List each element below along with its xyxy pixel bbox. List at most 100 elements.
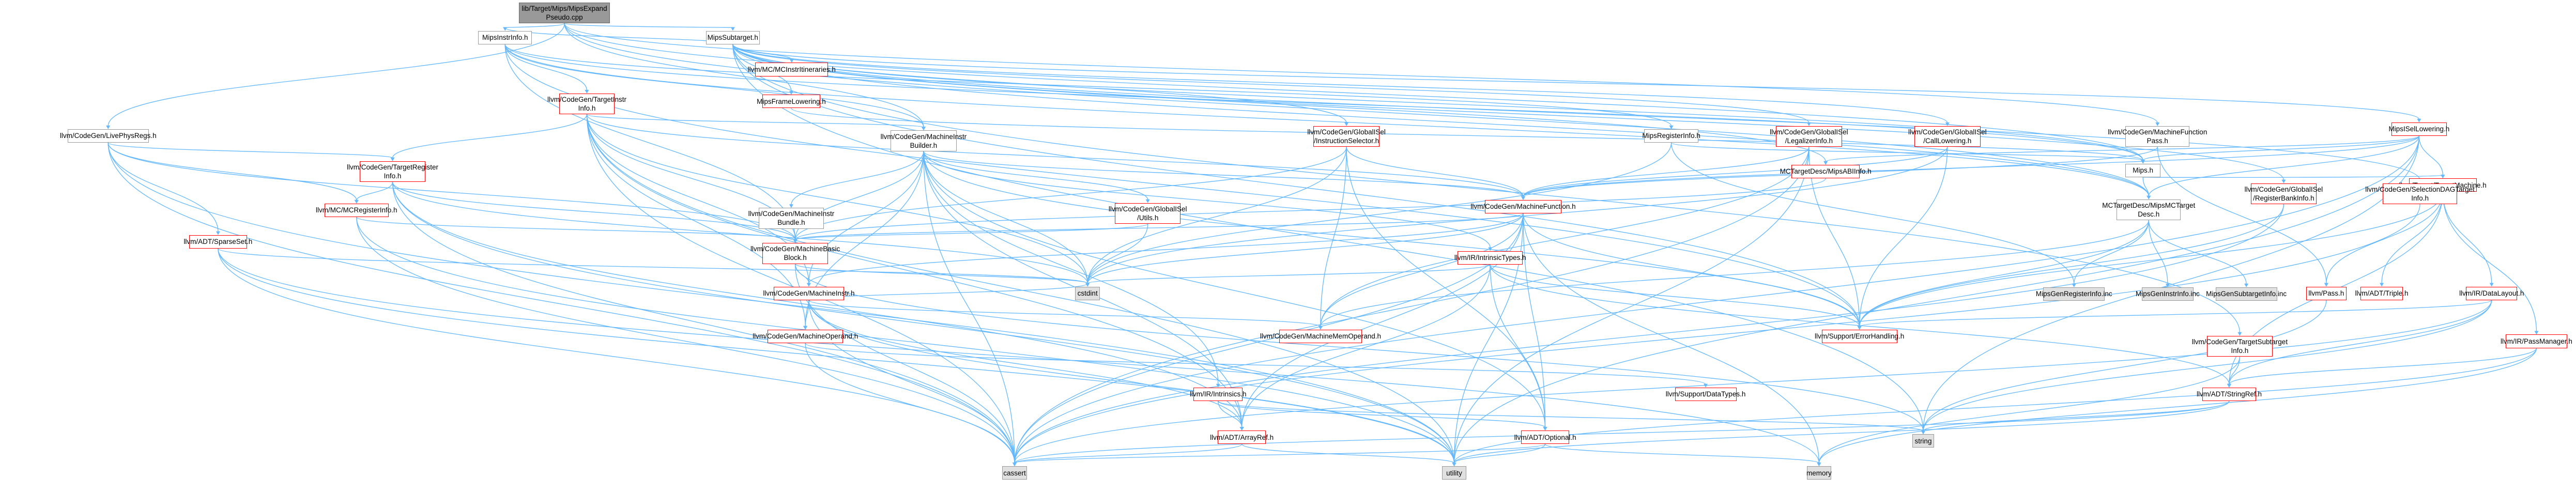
edge-instrinfo-to-mibuilder — [504, 44, 924, 128]
node-optional[interactable]: llvm/ADT/Optional.h — [1514, 431, 1576, 444]
edge-arrowhead — [1823, 161, 1828, 165]
edge-tri-to-cstdint — [392, 182, 1088, 284]
edge-mi-to-utility — [808, 300, 1455, 464]
edge-passmanager-to-memory — [1818, 348, 2537, 464]
edge-mo-to-cassert — [805, 343, 1015, 464]
edge-tri-to-mbb — [392, 182, 796, 240]
node-gisel_cl[interactable]: llvm/CodeGen/GlobalISel /CallLowering.h — [1908, 126, 1987, 147]
edge-pass-to-string — [1923, 300, 2327, 432]
node-mcreginfo[interactable]: llvm/MC/MCRegisterInfo.h — [316, 203, 397, 218]
node-tri[interactable]: llvm/CodeGen/TargetRegister Info.h — [347, 161, 438, 182]
node-mibuilder[interactable]: llvm/CodeGen/MachineInstr Builder.h — [881, 130, 967, 151]
node-gisel_is[interactable]: llvm/CodeGen/GlobalISel /InstructionSele… — [1307, 126, 1386, 147]
edge-arrowhead — [216, 231, 220, 235]
node-errh[interactable]: llvm/Support/ErrorHandling.h — [1815, 329, 1904, 343]
node-arrayref[interactable]: llvm/ADT/ArrayRef.h — [1210, 431, 1274, 444]
node-subtarget[interactable]: MipsSubtarget.h — [706, 30, 760, 44]
node-seldag[interactable]: llvm/CodeGen/SelectionDAGTarget Info.h — [2365, 183, 2475, 205]
edge-layer — [106, 23, 2539, 466]
edge-stringref-to-string — [1923, 401, 2230, 432]
node-triple[interactable]: llvm/ADT/Triple.h — [2355, 286, 2409, 300]
node-irintrtypes[interactable]: llvm/IR/IntrinsicTypes.h — [1454, 251, 1526, 265]
edge-mcreginfo-to-cassert — [356, 217, 1015, 464]
node-gisel_utils[interactable]: llvm/CodeGen/GlobalISel /Utils.h — [1109, 203, 1187, 224]
edge-tii-to-tri — [392, 114, 588, 158]
node-mmo[interactable]: llvm/CodeGen/MachineMemOperand.h — [1260, 329, 1381, 343]
edge-mcreginfo-to-mbb — [356, 217, 796, 240]
edge-mcabi-to-mbb — [794, 178, 1826, 240]
edge-tsi-to-memory — [1818, 357, 2241, 464]
node-mipsreginfo[interactable]: MipsRegisterInfo.h — [1642, 129, 1700, 143]
edge-tii-to-mibuilder — [586, 114, 924, 128]
node-irintrinsics[interactable]: llvm/IR/Intrinsics.h — [1190, 387, 1247, 401]
node-pass[interactable]: llvm/Pass.h — [2306, 286, 2347, 300]
edge-arrowhead — [1145, 199, 1150, 203]
edge-mfpass-to-pass — [2157, 147, 2327, 284]
edge-subtarget-to-string — [732, 44, 1924, 432]
edge-arrowhead — [2155, 122, 2160, 126]
edge-seldag-to-cassert — [1014, 204, 2420, 464]
edge-arrowhead — [2165, 283, 2170, 287]
edge-root-to-instrinfo — [504, 23, 565, 28]
edge-arrowhead — [2417, 118, 2421, 122]
node-mctd[interactable]: MCTargetDesc/MipsMCTarget Desc.h — [2102, 199, 2195, 221]
edge-sparseset-to-cstdint — [218, 248, 1088, 284]
node-mi[interactable]: llvm/CodeGen/MachineInstr.h — [763, 286, 854, 300]
edge-tii-to-utility — [586, 114, 1455, 464]
edge-sparseset-to-utility — [218, 248, 1455, 464]
node-gisel_li[interactable]: llvm/CodeGen/GlobalISel /LegalizerInfo.h — [1770, 126, 1848, 147]
edge-arrowhead — [1945, 122, 1950, 126]
edge-gisel_is-to-mmo — [1320, 147, 1347, 327]
node-passmanager[interactable]: llvm/IR/PassManager.h — [2501, 334, 2572, 348]
edge-mibuilder-to-mf — [923, 151, 1524, 197]
edge-arrowhead — [1085, 283, 1090, 287]
node-mf[interactable]: llvm/CodeGen/MachineFunction.h — [1470, 199, 1576, 213]
node-mo[interactable]: llvm/CodeGen/MachineOperand.h — [753, 329, 858, 343]
edge-mips_h-to-targetmachine — [2142, 175, 2443, 178]
node-tsi[interactable]: llvm/CodeGen/TargetSubtarget Info.h — [2192, 335, 2288, 357]
node-datatypes[interactable]: llvm/Support/DataTypes.h — [1666, 387, 1745, 401]
edge-livephys-to-utility — [108, 143, 1455, 464]
edge-datalayout-to-string — [1923, 300, 2492, 432]
edge-isellow-to-utility — [1453, 135, 2420, 464]
edge-arrowhead — [1521, 196, 1525, 200]
edge-mf-to-mi — [808, 213, 1524, 284]
edge-arrowhead — [1344, 122, 1349, 126]
node-framelow[interactable]: MipsFrameLowering.h — [757, 95, 826, 109]
edge-arrowhead — [354, 199, 359, 204]
edge-irintrinsics-to-optional — [1218, 401, 1546, 428]
edge-livephys-to-cassert — [108, 143, 1015, 464]
node-mips_h[interactable]: Mips.h — [2125, 163, 2161, 177]
node-isellow[interactable]: MipsISelLowering.h — [2388, 122, 2449, 136]
node-datalayout[interactable]: llvm/IR/DataLayout.h — [2459, 286, 2524, 300]
edge-subtarget-to-tsi — [732, 44, 2241, 333]
node-instrinfo[interactable]: MipsInstrInfo.h — [478, 30, 532, 44]
edge-gisel_li-to-utility — [1453, 147, 1810, 464]
node-stringref[interactable]: llvm/ADT/StringRef.h — [2197, 387, 2262, 401]
node-mfpass[interactable]: llvm/CodeGen/MachineFunction Pass.h — [2108, 126, 2207, 147]
node-mbb[interactable]: llvm/CodeGen/MachineBasic Block.h — [750, 243, 840, 264]
edge-targetmachine-to-datalayout — [2442, 192, 2492, 284]
edge-mf-to-optional — [1523, 213, 1546, 428]
edge-arrowhead — [2380, 283, 2384, 287]
node-gisel_rbi[interactable]: llvm/CodeGen/GlobalISel /RegisterBankInf… — [2245, 183, 2323, 205]
edge-arrowhead — [1239, 427, 1244, 431]
node-mcinstritin[interactable]: llvm/MC/MCInstrItineraries.h — [748, 63, 836, 76]
edge-subtarget-to-gisel_li — [732, 44, 1810, 124]
node-sparseset[interactable]: llvm/ADT/SparseSet.h — [183, 235, 252, 249]
edge-gisel_is-to-mbb — [794, 147, 1347, 240]
edge-arrowhead — [921, 127, 926, 131]
edge-tii-to-arrayref — [586, 114, 1243, 428]
node-mcabi[interactable]: MCTargetDesc/MipsABIInfo.h — [1780, 164, 1872, 179]
node-livephys[interactable]: llvm/CodeGen/LivePhysRegs.h — [60, 129, 157, 143]
edge-sparseset-to-memory — [218, 248, 1820, 464]
edge-datalayout-to-errh — [1859, 300, 2492, 327]
node-tii[interactable]: llvm/CodeGen/TargetInstr Info.h — [547, 93, 626, 115]
node-mibundle[interactable]: llvm/CodeGen/MachineInstr Bundle.h — [748, 208, 834, 229]
edge-isellow-to-mctd — [2148, 135, 2420, 196]
edge-arrowhead — [2324, 283, 2328, 287]
node-memory: memory — [1806, 466, 1832, 480]
edge-isellow-to-string — [1923, 135, 2420, 432]
edge-mf-to-arrayref — [1241, 213, 1524, 428]
